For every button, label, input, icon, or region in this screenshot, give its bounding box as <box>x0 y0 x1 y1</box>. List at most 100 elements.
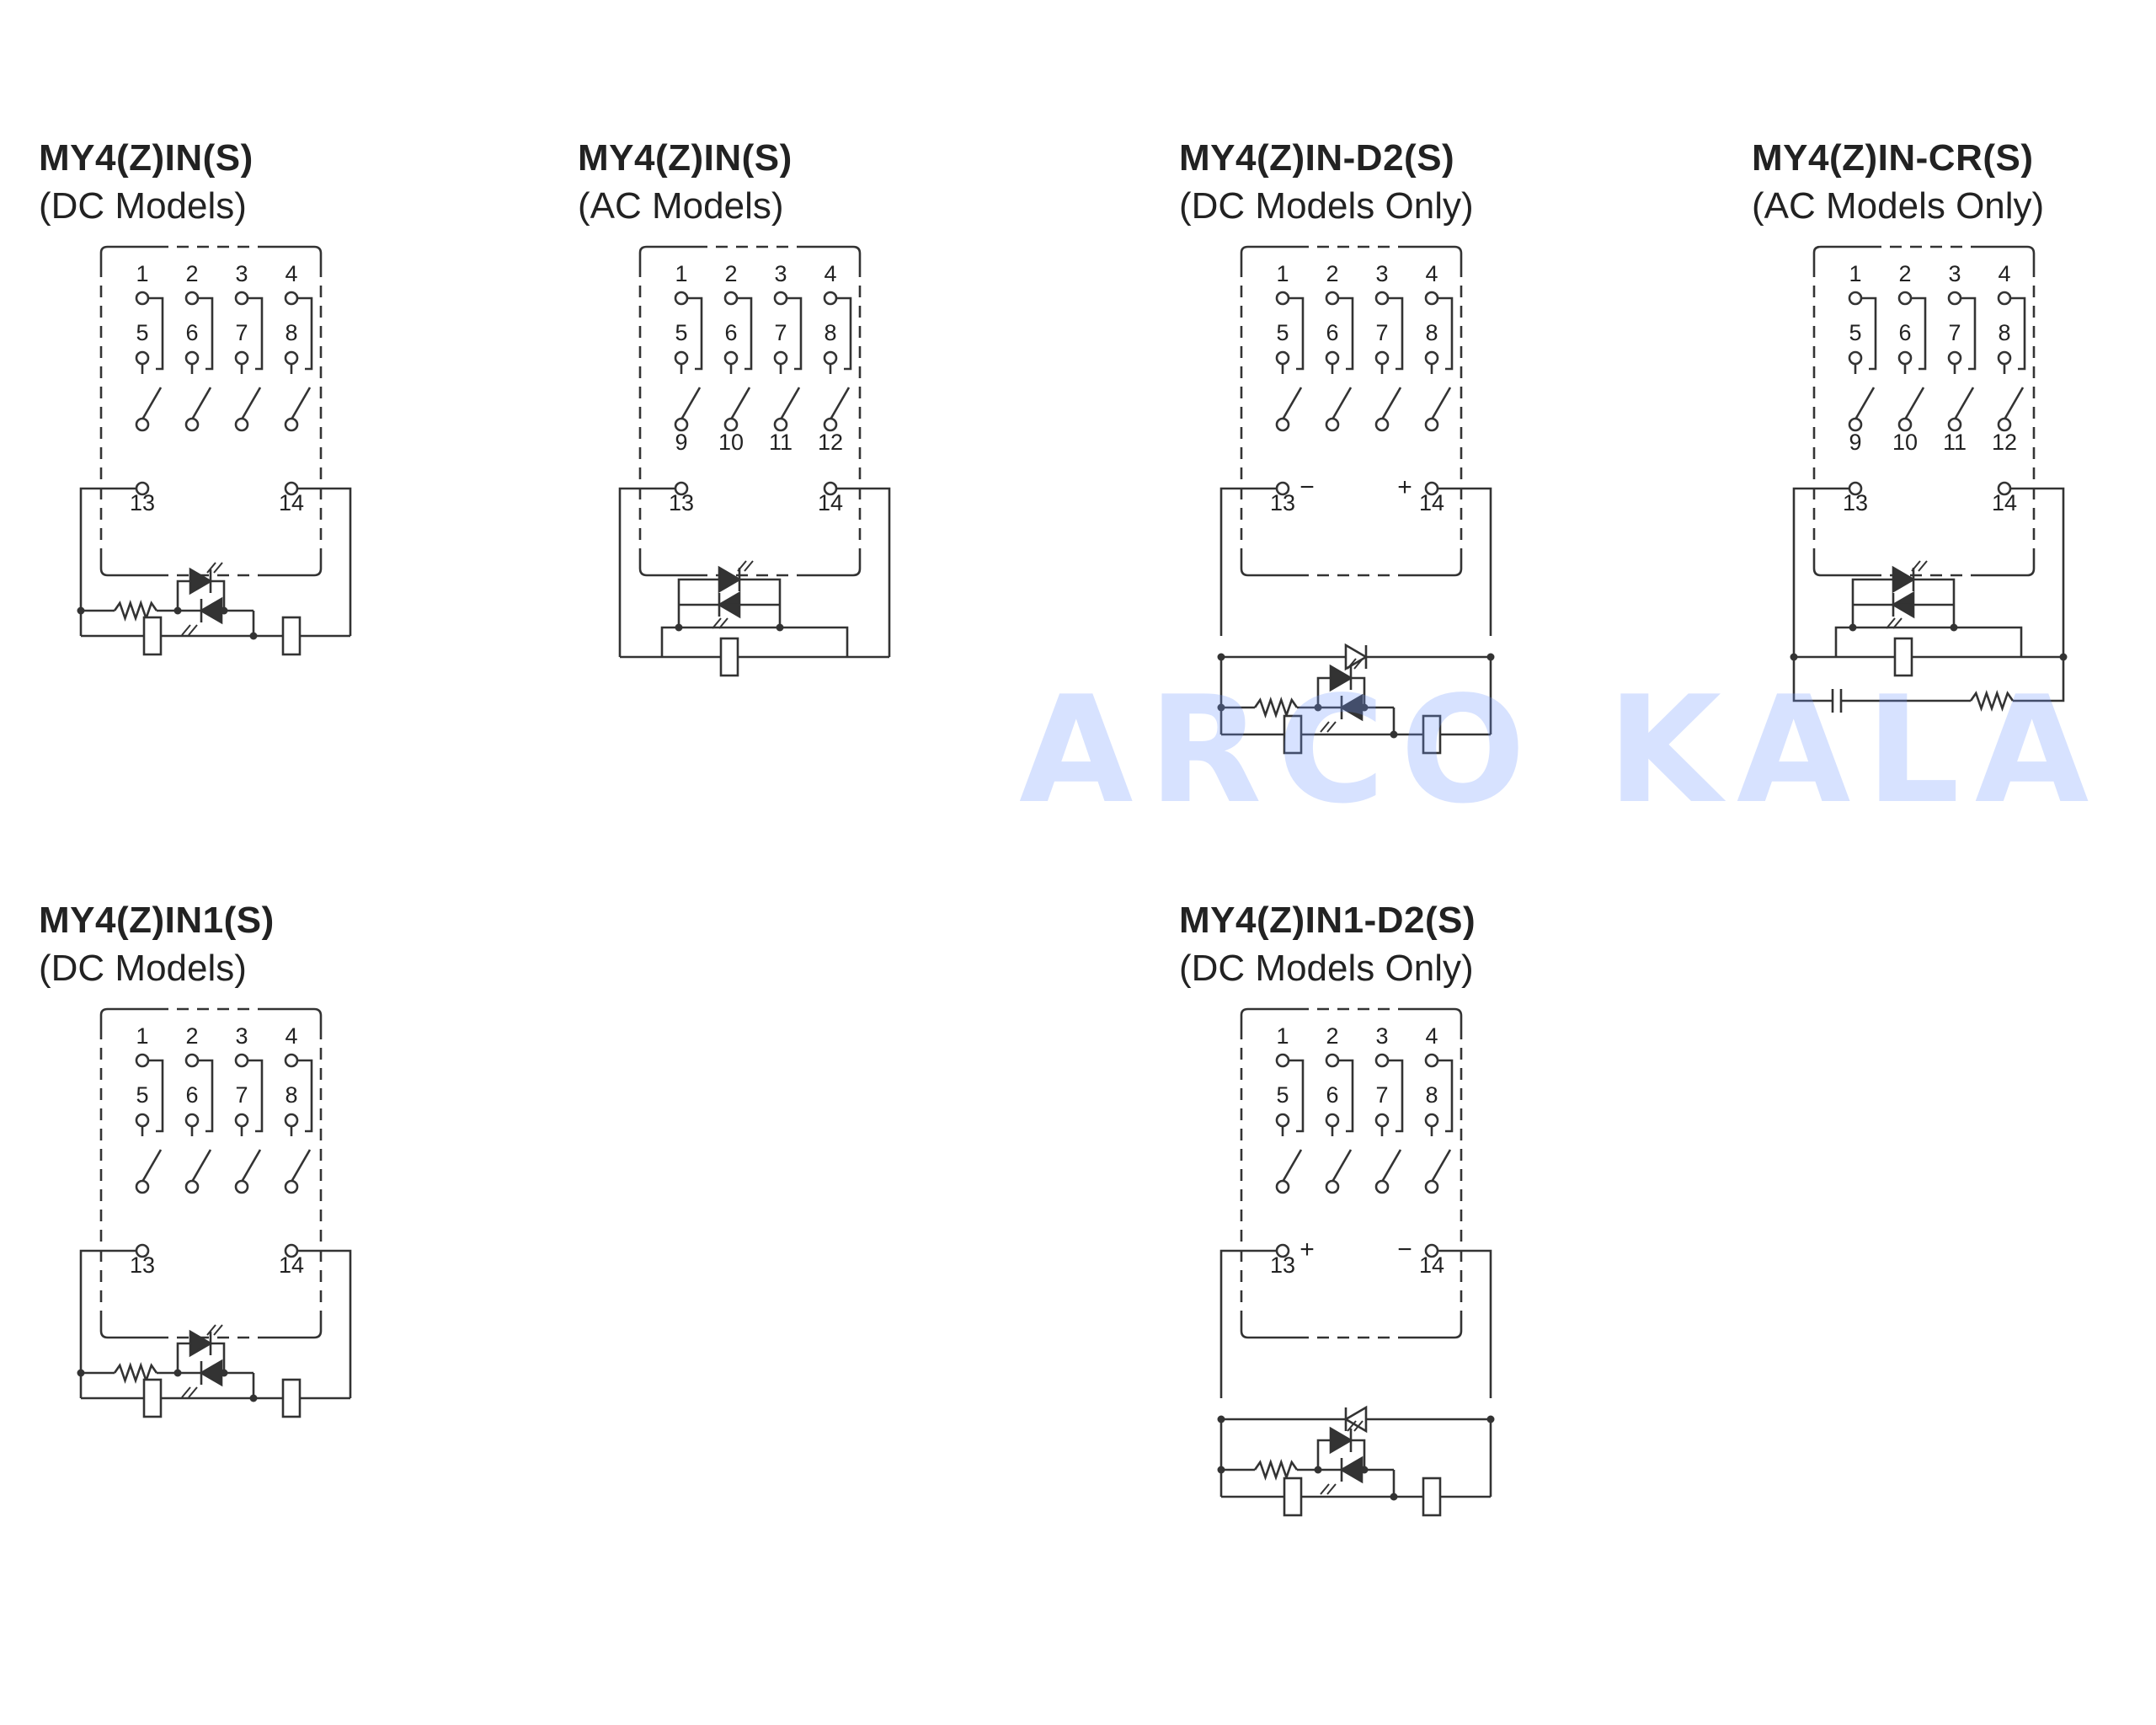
pin-label: 6 <box>1326 1082 1338 1108</box>
polarity-label: + <box>1299 1236 1315 1263</box>
switch-arm <box>680 387 702 420</box>
wire <box>2013 657 2065 702</box>
junction-dot <box>1950 623 1958 632</box>
contact-wire <box>1438 296 1454 371</box>
terminal <box>1997 291 2012 306</box>
terminal <box>1275 350 1290 366</box>
terminal <box>674 350 689 366</box>
housing-outline <box>1398 1322 1463 1339</box>
housing-outline <box>797 245 862 265</box>
panel-subtitle: (DC Models Only) <box>1179 948 1474 989</box>
contact-wire <box>248 296 264 371</box>
resistor-symbol <box>113 600 158 622</box>
switch-arm <box>240 1149 262 1183</box>
housing-outline <box>258 245 323 265</box>
wire <box>1792 657 1833 702</box>
wire <box>1219 1249 1277 1398</box>
terminal <box>1424 291 1439 306</box>
switch-arm <box>190 1149 212 1183</box>
resistor-symbol <box>1969 690 2015 712</box>
terminal <box>1947 350 1962 366</box>
pin-label: 13 <box>130 1252 155 1278</box>
light-arrow <box>1353 658 1364 670</box>
polarity-label: − <box>1397 1236 1412 1263</box>
contact-wire <box>1289 296 1305 371</box>
light-arrow <box>1886 617 1896 629</box>
terminal <box>1424 350 1439 366</box>
light-emission-arrows <box>1886 617 1903 629</box>
pin-label: 7 <box>1375 320 1388 345</box>
coil-symbol <box>1422 1477 1442 1517</box>
wire <box>1219 487 1277 636</box>
wire <box>1438 487 1492 636</box>
switch-arm <box>1380 1149 1402 1183</box>
housing-outline <box>99 560 157 577</box>
polarity-label: + <box>1397 473 1412 501</box>
light-arrow <box>744 560 754 572</box>
terminal <box>1374 291 1390 306</box>
resistor-symbol <box>1253 697 1299 718</box>
light-emission-arrows <box>1347 658 1364 670</box>
contact-wire <box>1438 1059 1454 1133</box>
light-arrow <box>1320 1483 1330 1495</box>
housing-outline <box>1240 1007 1297 1028</box>
led-symbol <box>1892 565 1916 594</box>
panel-title: MY4(Z)IN-CR(S) <box>1752 137 2034 179</box>
terminal <box>1997 417 2012 432</box>
pin-label: 3 <box>774 261 787 286</box>
switch-arm <box>141 1149 163 1183</box>
terminal <box>1275 1053 1290 1068</box>
pin-label: 4 <box>824 261 836 286</box>
polarity-label: − <box>1299 473 1315 501</box>
light-emission-arrows <box>181 624 198 636</box>
light-arrow <box>188 624 198 636</box>
junction-dot <box>1486 653 1495 661</box>
pin-label: 1 <box>1276 1023 1289 1049</box>
terminal <box>1325 1179 1340 1194</box>
pin-label: 5 <box>1849 320 1861 345</box>
wire <box>79 487 136 636</box>
wire <box>618 487 675 657</box>
contact-wire <box>1961 296 1977 371</box>
terminal <box>674 291 689 306</box>
switch-arm <box>1430 387 1452 420</box>
housing-outline <box>1971 245 2036 265</box>
pin-label: 7 <box>774 320 787 345</box>
light-arrow <box>718 617 728 629</box>
terminal <box>1325 417 1340 432</box>
light-arrow <box>188 1386 198 1398</box>
terminal <box>284 1053 299 1068</box>
pin-label: 9 <box>675 430 687 455</box>
wire <box>297 487 352 636</box>
switch-arm <box>240 387 262 420</box>
terminal <box>184 1179 200 1194</box>
contact-wire <box>297 1059 313 1133</box>
pin-label: 4 <box>1425 1023 1438 1049</box>
terminal <box>823 291 838 306</box>
housing-outline <box>258 560 323 577</box>
pin-label: 14 <box>1419 490 1444 515</box>
light-emission-arrows <box>737 560 754 572</box>
terminal <box>1897 417 1913 432</box>
junction-dot <box>1360 703 1369 712</box>
terminal <box>1424 1113 1439 1128</box>
terminal <box>1374 1179 1390 1194</box>
housing-outline <box>1240 245 1297 265</box>
panel-title: MY4(Z)IN-D2(S) <box>1179 137 1455 179</box>
pin-label: 1 <box>1849 261 1861 286</box>
pin-label: 3 <box>1375 1023 1388 1049</box>
terminal <box>823 417 838 432</box>
wire <box>660 626 849 657</box>
pin-label: 14 <box>279 1252 304 1278</box>
pin-label: 12 <box>1992 430 2017 455</box>
panel-title: MY4(Z)IN1(S) <box>39 900 275 941</box>
pin-label: 6 <box>1898 320 1911 345</box>
pin-label: 3 <box>1375 261 1388 286</box>
terminal <box>723 350 739 366</box>
diode-symbol <box>1343 1405 1368 1434</box>
